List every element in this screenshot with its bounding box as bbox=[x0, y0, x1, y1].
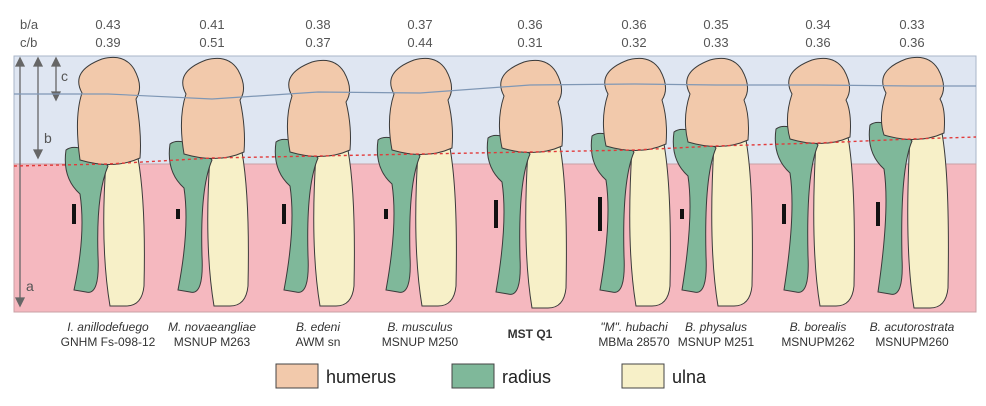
ulna-bone bbox=[104, 158, 145, 306]
ratio-ba-value: 0.33 bbox=[899, 17, 924, 32]
ratio-ba-value: 0.35 bbox=[703, 17, 728, 32]
ratio-cb-label: c/b bbox=[20, 35, 37, 50]
legend-swatch-humerus bbox=[276, 364, 318, 388]
humerus-bone bbox=[77, 57, 140, 164]
ulna-bone bbox=[314, 150, 355, 306]
species-name: M. novaeangliae bbox=[168, 320, 256, 334]
ulna-bone bbox=[908, 133, 949, 308]
ratio-ba-value: 0.41 bbox=[199, 17, 224, 32]
specimen-code: MBMa 28570 bbox=[598, 335, 670, 349]
ratio-ba-value: 0.36 bbox=[517, 17, 542, 32]
humerus-bone bbox=[603, 58, 666, 150]
legend-swatch-radius bbox=[452, 364, 494, 388]
legend: humerus radius ulna bbox=[276, 364, 707, 388]
axis-label-a: a bbox=[26, 278, 34, 294]
legend-swatch-ulna bbox=[622, 364, 664, 388]
ratio-ba-label: b/a bbox=[20, 17, 39, 32]
humerus-bone bbox=[685, 58, 748, 146]
species-name: B. physalus bbox=[685, 320, 747, 334]
ratio-ba-value: 0.37 bbox=[407, 17, 432, 32]
ratio-cb-value: 0.39 bbox=[95, 35, 120, 50]
ratio-cb-value: 0.51 bbox=[199, 35, 224, 50]
axis-label-b: b bbox=[44, 130, 52, 146]
ratio-ba-value: 0.38 bbox=[305, 17, 330, 32]
humerus-bone bbox=[787, 58, 850, 143]
ulna-bone bbox=[526, 146, 567, 308]
axis-label-c: c bbox=[61, 68, 68, 84]
species-name: B. musculus bbox=[387, 320, 452, 334]
species-name: B. borealis bbox=[790, 320, 847, 334]
ulna-bone bbox=[814, 137, 855, 306]
ratio-cb-value: 0.36 bbox=[805, 35, 830, 50]
specimen-code: MSNUP M251 bbox=[678, 335, 755, 349]
ratio-cb-value: 0.32 bbox=[621, 35, 646, 50]
humerus-bone bbox=[389, 58, 452, 154]
ratio-cb-value: 0.44 bbox=[407, 35, 432, 50]
specimen-code: MST Q1 bbox=[508, 327, 553, 341]
specimen-code: MSNUPM262 bbox=[781, 335, 855, 349]
ratio-ba-value: 0.43 bbox=[95, 17, 120, 32]
ulna-bone bbox=[416, 148, 457, 306]
specimen-code: MSNUP M263 bbox=[174, 335, 251, 349]
species-name: B. acutorostrata bbox=[870, 320, 955, 334]
humerus-bone bbox=[181, 58, 244, 158]
ratio-cb-value: 0.31 bbox=[517, 35, 542, 50]
humerus-bone bbox=[499, 60, 562, 152]
ulna-bone bbox=[630, 144, 671, 306]
ratio-ba-value: 0.34 bbox=[805, 17, 830, 32]
ulna-bone bbox=[208, 152, 249, 306]
humerus-bone bbox=[881, 57, 944, 139]
ulna-bone bbox=[712, 140, 753, 306]
legend-label-ulna: ulna bbox=[672, 367, 707, 387]
species-name: B. edeni bbox=[296, 320, 340, 334]
specimen-code: MSNUP M250 bbox=[382, 335, 459, 349]
ratio-ba-value: 0.36 bbox=[621, 17, 646, 32]
ratio-cb-value: 0.37 bbox=[305, 35, 330, 50]
species-name: I. anillodefuego bbox=[67, 320, 149, 334]
ratio-cb-value: 0.33 bbox=[703, 35, 728, 50]
ratio-cb-value: 0.36 bbox=[899, 35, 924, 50]
species-name: "M". hubachi bbox=[600, 320, 668, 334]
legend-label-radius: radius bbox=[502, 367, 551, 387]
specimen-code: MSNUPM260 bbox=[875, 335, 949, 349]
humerus-bone bbox=[287, 60, 350, 156]
specimen-code: AWM sn bbox=[296, 335, 341, 349]
specimen-code: GNHM Fs-098-12 bbox=[61, 335, 156, 349]
legend-label-humerus: humerus bbox=[326, 367, 396, 387]
